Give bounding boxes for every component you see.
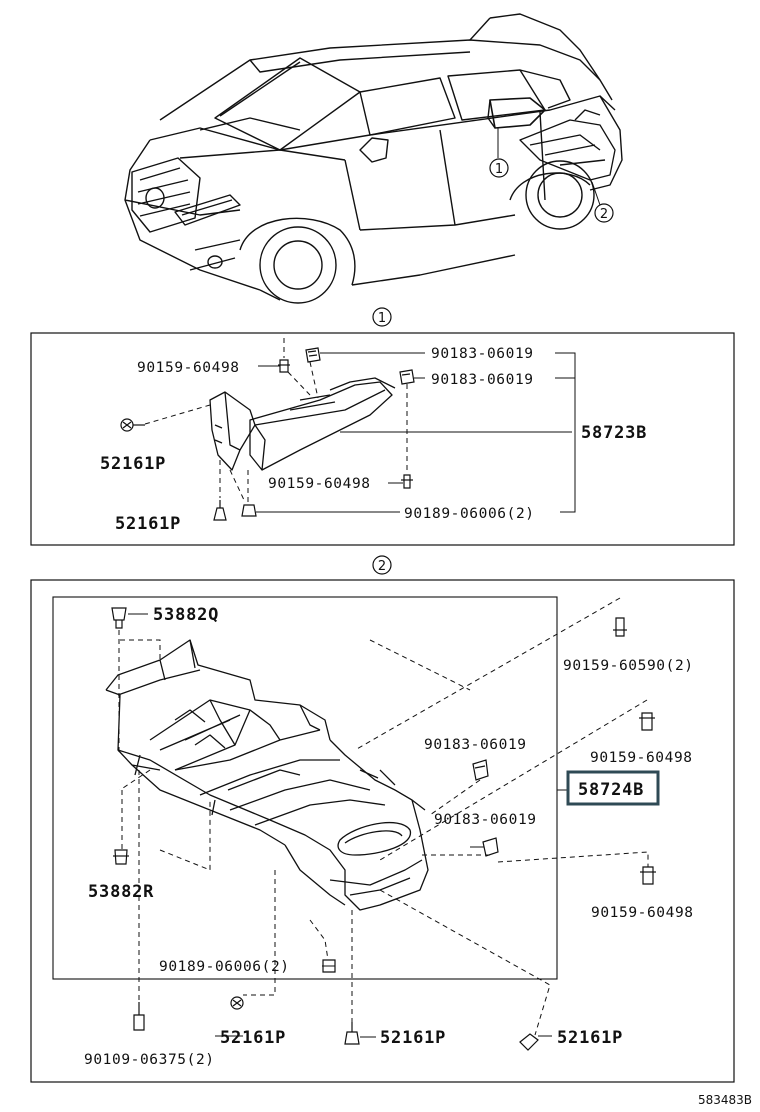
vehicle-illustration [124,13,623,304]
part-label-90183-06019: 90183-06019 [431,372,534,388]
part-label-52161P: 52161P [100,454,166,474]
leaders-s1 [144,338,576,513]
part-label-90159-60590: 90159-60590(2) [563,658,694,674]
section-2-inner-frame [52,596,558,980]
part-label-90159-60498: 90159-60498 [137,360,240,376]
part-label-53882Q: 53882Q [153,605,219,625]
part-label-90159-60498: 90159-60498 [591,905,694,921]
leaders-s2 [118,597,649,1038]
part-label-90159-60498: 90159-60498 [590,750,693,766]
engine-under-cover-illustration [105,639,429,911]
section-1-marker: 1 [372,307,392,327]
part-label-52161P: 52161P [115,514,181,534]
section-2-marker: 2 [372,555,392,575]
highlight-box-58724B [566,770,660,806]
part-label-53882R: 53882R [88,882,154,902]
svg-text:1: 1 [378,311,386,326]
mudguard-illustration [209,377,396,471]
svg-text:2: 2 [378,559,386,574]
part-label-90109-06375: 90109-06375(2) [84,1052,215,1068]
fastener-icons-s1 [120,347,415,521]
section-2-frame [30,579,735,1083]
part-label-90189-06006: 90189-06006(2) [159,959,290,975]
part-label-52161P: 52161P [220,1028,286,1048]
part-label-90183-06019: 90183-06019 [424,737,527,753]
part-label-58723B: 58723B [581,423,647,443]
part-label-52161P: 52161P [557,1028,623,1048]
diagram-code: 583483B [698,1093,752,1107]
svg-text:2: 2 [600,207,608,222]
part-label-90159-60498: 90159-60498 [268,476,371,492]
part-label-58724B: 58724B [578,780,644,800]
svg-text:1: 1 [495,162,503,177]
fastener-icons-s2 [111,607,656,1051]
part-label-90183-06019: 90183-06019 [431,346,534,362]
part-label-90189-06006: 90189-06006(2) [404,506,535,522]
part-label-52161P: 52161P [380,1028,446,1048]
callout-1: 1 [489,158,509,178]
part-label-90183-06019: 90183-06019 [434,812,537,828]
callout-2: 2 [594,203,614,223]
section-1-frame [30,332,735,546]
